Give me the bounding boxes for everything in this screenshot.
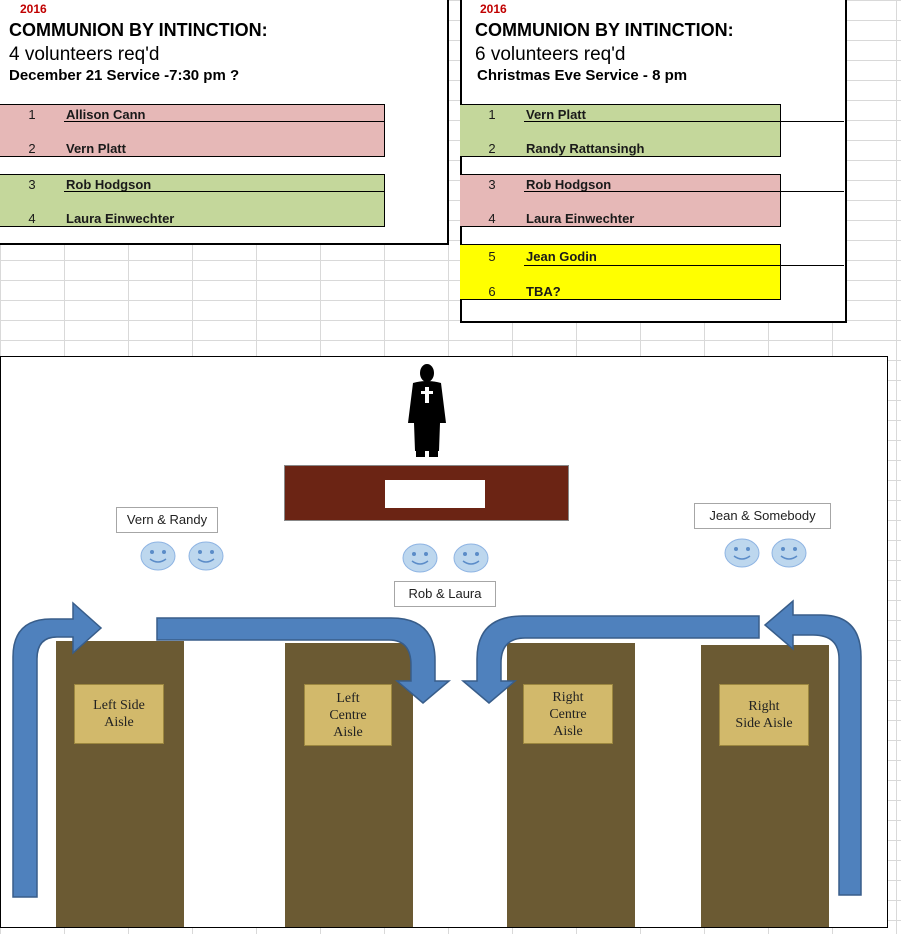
row-number: 2 <box>28 141 36 156</box>
row-number: 1 <box>488 107 496 122</box>
right-year: 2016 <box>480 2 507 16</box>
arrow-right-outer-icon <box>763 599 862 896</box>
pair-label-right: Jean & Somebody <box>694 503 831 529</box>
right-volunteer-group-2: 3 Rob Hodgson 4 Laura Einwechter <box>460 174 844 227</box>
left-schedule-panel: 2016 COMMUNION BY INTINCTION: 4 voluntee… <box>0 0 449 245</box>
left-service-time: December 21 Service -7:30 pm ? <box>9 67 240 84</box>
volunteer-name[interactable]: Laura Einwechter <box>526 211 635 226</box>
right-title: COMMUNION BY INTINCTION: <box>475 20 734 40</box>
volunteer-name[interactable]: Rob Hodgson <box>526 177 612 192</box>
left-volunteer-group-2: 3 Rob Hodgson 4 Laura Einwechter <box>0 174 385 227</box>
right-volunteer-group-3: 5 Jean Godin 6 TBA? <box>460 244 844 300</box>
arrow-left-outer-icon <box>12 601 103 898</box>
table-row: 2 Randy Rattansingh <box>460 139 780 173</box>
row-number: 3 <box>28 177 36 192</box>
volunteer-name[interactable]: Allison Cann <box>66 107 146 122</box>
table-row: 1 Allison Cann <box>0 105 384 139</box>
row-number: 4 <box>28 211 36 226</box>
row-number: 6 <box>488 284 496 299</box>
table-row: 3 Rob Hodgson <box>460 175 844 209</box>
minister-icon <box>408 364 446 457</box>
row-number: 1 <box>28 107 36 122</box>
smiley-face-icon <box>724 538 760 568</box>
row-number: 3 <box>488 177 496 192</box>
table-row: 5 Jean Godin <box>460 247 844 281</box>
arrow-left-centre-icon <box>156 617 452 704</box>
table-row: 4 Laura Einwechter <box>0 209 384 243</box>
right-service-time: Christmas Eve Service - 8 pm <box>477 67 688 84</box>
row-number: 5 <box>488 249 496 264</box>
left-volunteer-group-1: 1 Allison Cann 2 Vern Platt <box>0 104 385 157</box>
communion-flow-arrows <box>12 599 862 898</box>
volunteer-name[interactable]: Laura Einwechter <box>66 211 175 226</box>
pair-label-centre: Rob & Laura <box>394 581 496 607</box>
volunteer-name[interactable]: Vern Platt <box>526 107 586 122</box>
altar-table <box>284 465 569 521</box>
volunteer-name[interactable]: Randy Rattansingh <box>526 141 645 156</box>
arrow-right-centre-icon <box>460 615 760 704</box>
volunteer-name[interactable]: Rob Hodgson <box>66 177 152 192</box>
left-title: COMMUNION BY INTINCTION: <box>9 20 268 40</box>
table-row: 2 Vern Platt <box>0 139 384 173</box>
right-schedule-panel: 2016 COMMUNION BY INTINCTION: 6 voluntee… <box>460 0 847 323</box>
left-year: 2016 <box>20 2 47 16</box>
altar-cloth <box>385 480 485 508</box>
smiley-face-icon <box>402 543 438 573</box>
right-volunteer-group-1: 1 Vern Platt 2 Randy Rattansingh <box>460 104 844 157</box>
row-number: 2 <box>488 141 496 156</box>
volunteer-name[interactable]: Jean Godin <box>526 249 597 264</box>
church-seating-diagram: Vern & Randy Rob & Laura Jean & Somebody… <box>0 356 888 928</box>
pair-label-left: Vern & Randy <box>116 507 218 533</box>
table-row: 6 TBA? <box>460 282 780 316</box>
left-volunteers-required: 4 volunteers req'd <box>9 44 160 65</box>
table-row: 4 Laura Einwechter <box>460 209 780 243</box>
volunteer-name[interactable]: TBA? <box>526 284 561 299</box>
row-number: 4 <box>488 211 496 226</box>
smiley-face-icon <box>771 538 807 568</box>
smiley-face-icon <box>453 543 489 573</box>
table-row: 1 Vern Platt <box>460 105 844 139</box>
right-volunteers-required: 6 volunteers req'd <box>475 44 626 65</box>
smiley-face-icon <box>188 541 224 571</box>
table-row: 3 Rob Hodgson <box>0 175 384 209</box>
volunteer-name[interactable]: Vern Platt <box>66 141 126 156</box>
smiley-face-icon <box>140 541 176 571</box>
